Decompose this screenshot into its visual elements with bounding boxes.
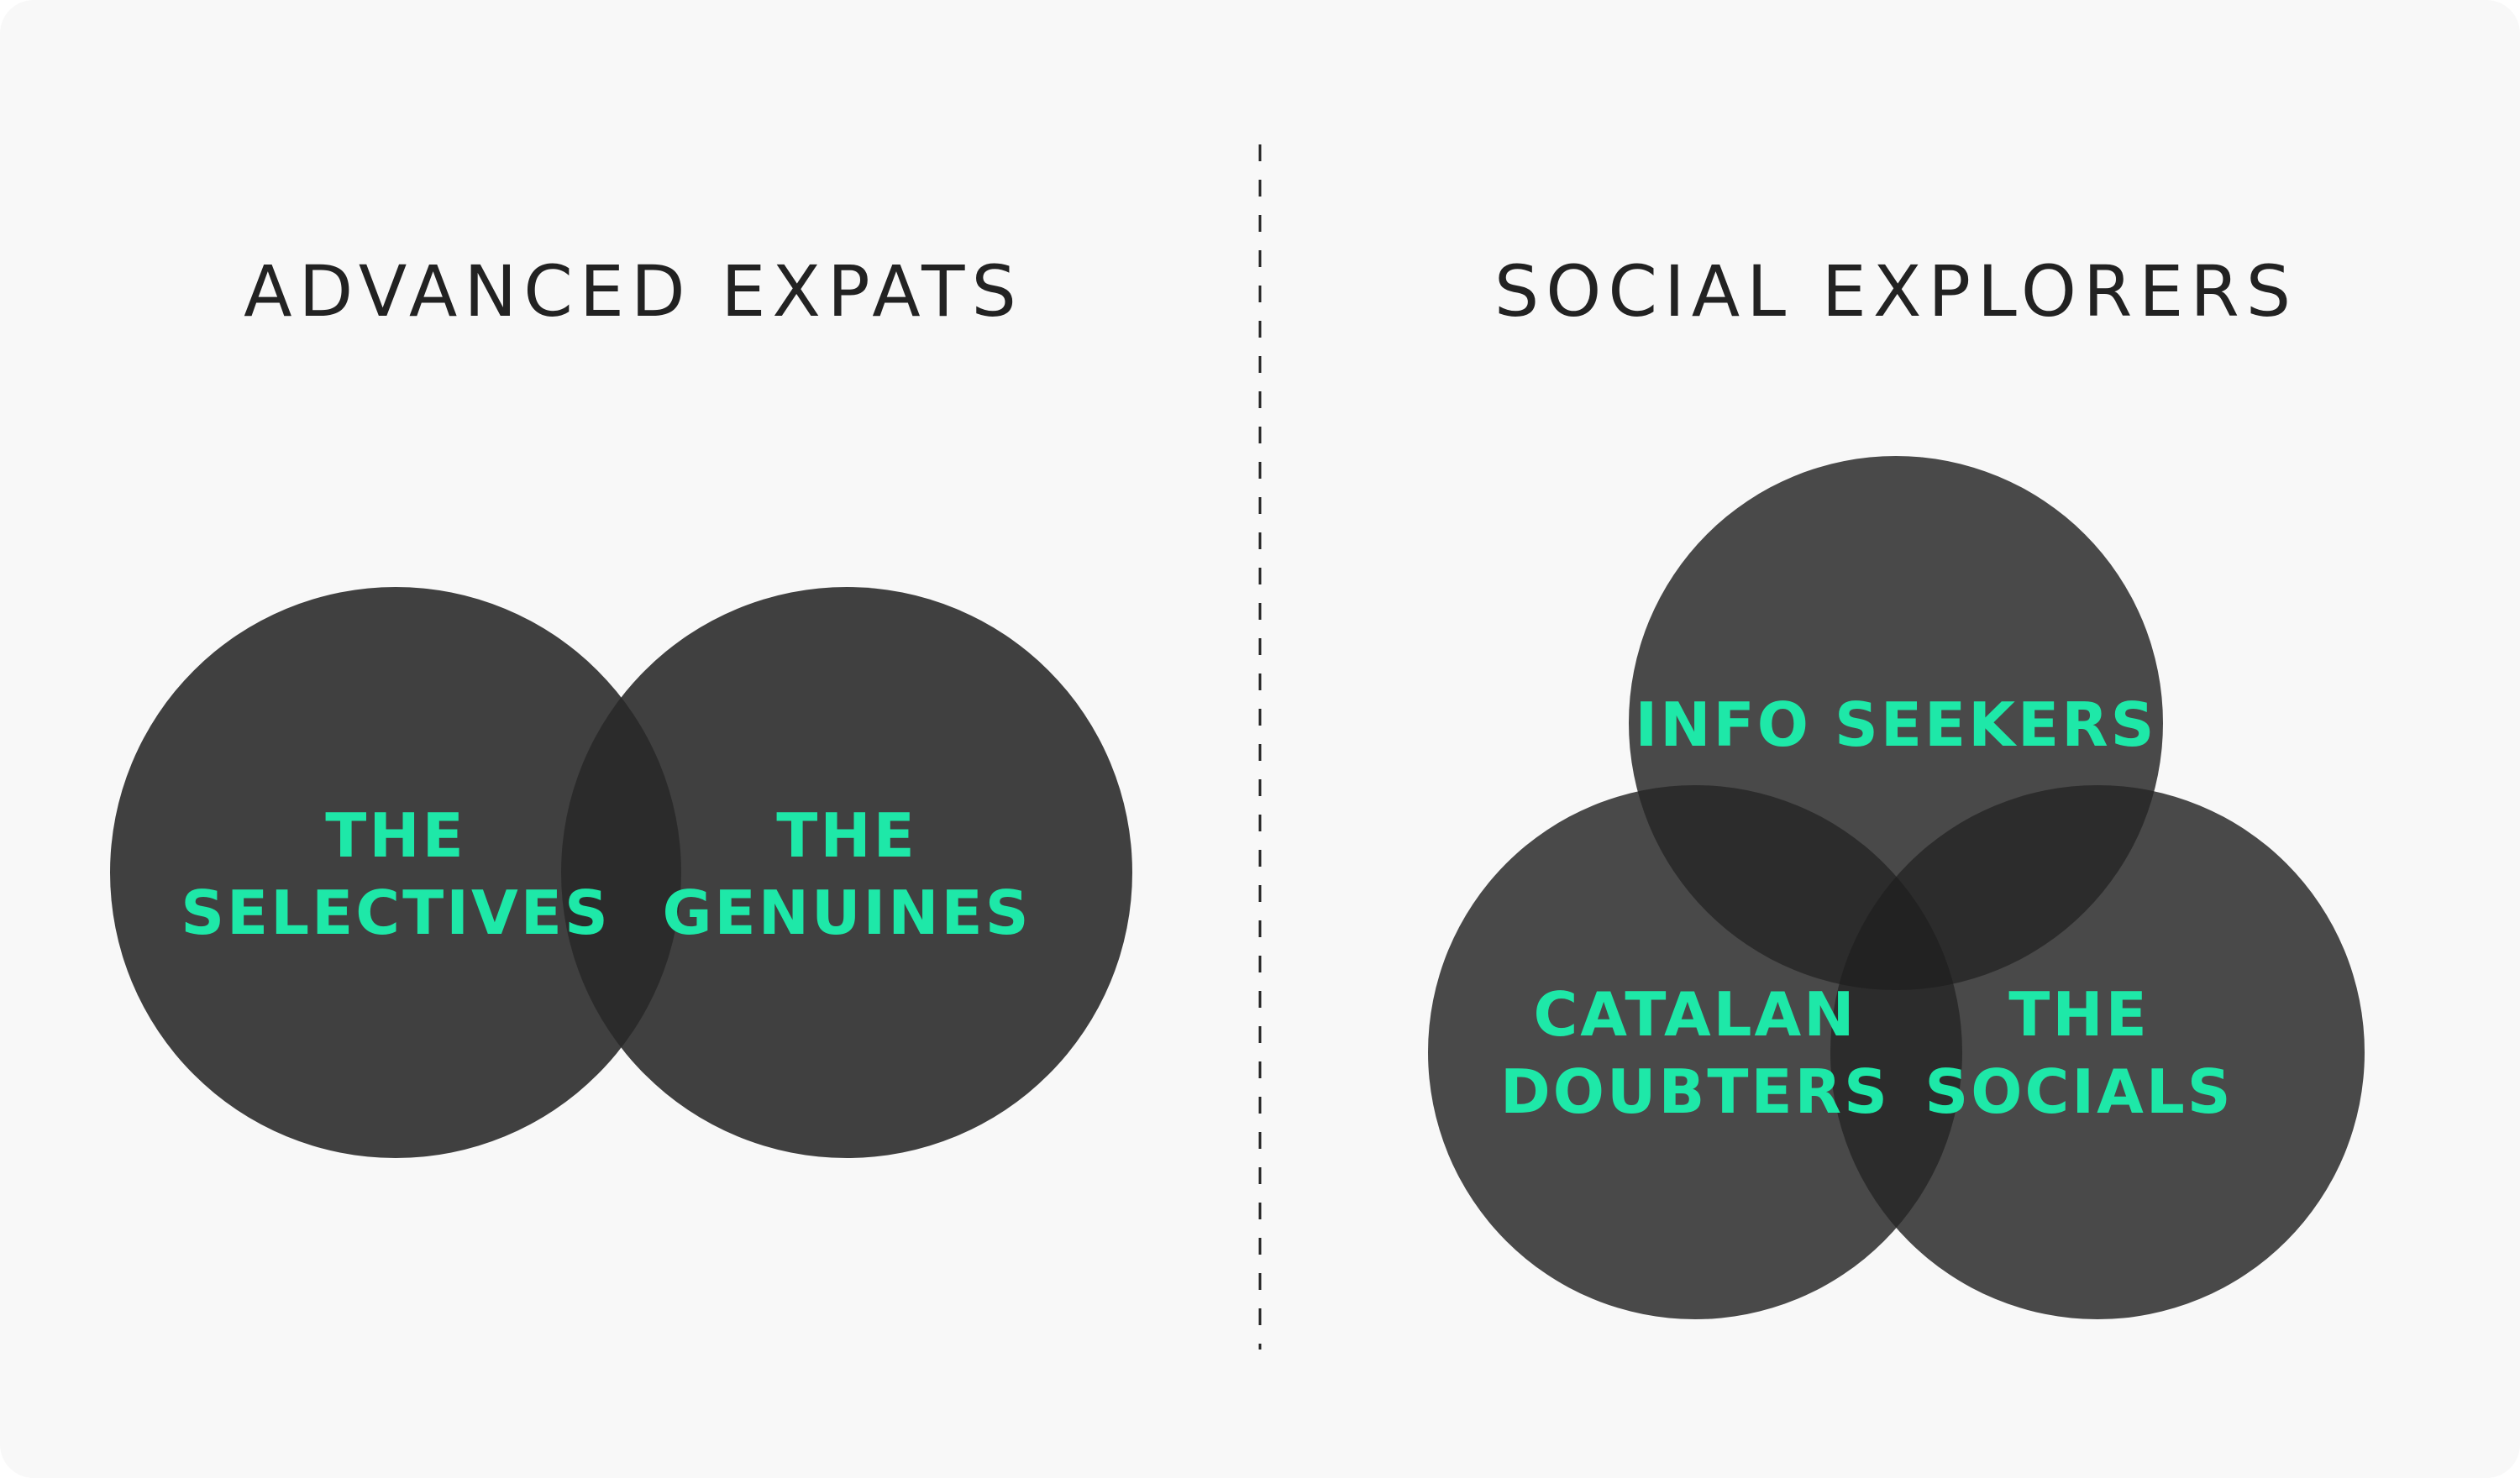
label-selectives-line2: SELECTIVES <box>181 878 611 948</box>
circle-selectives <box>110 587 681 1158</box>
label-info-seekers: INFO SEEKERS <box>1635 689 2157 760</box>
label-socials-line1: THE <box>2008 979 2150 1050</box>
overlap-top-right <box>1830 785 2163 990</box>
left-group-title: ADVANCED EXPATS <box>244 250 1023 333</box>
label-selectives-line1: THE <box>325 800 466 871</box>
label-genuines-line2: GENUINES <box>662 878 1031 948</box>
label-genuines-line1: THE <box>776 800 917 871</box>
overlap-top-left <box>1629 785 1962 990</box>
label-catalan-line2: DOUBTERS <box>1500 1056 1890 1127</box>
right-group-title: SOCIAL EXPLORERS <box>1494 250 2297 333</box>
circle-genuines <box>561 587 1132 1158</box>
label-socials-line2: SOCIALS <box>1924 1056 2233 1127</box>
label-catalan-line1: CATALAN <box>1533 979 1856 1050</box>
